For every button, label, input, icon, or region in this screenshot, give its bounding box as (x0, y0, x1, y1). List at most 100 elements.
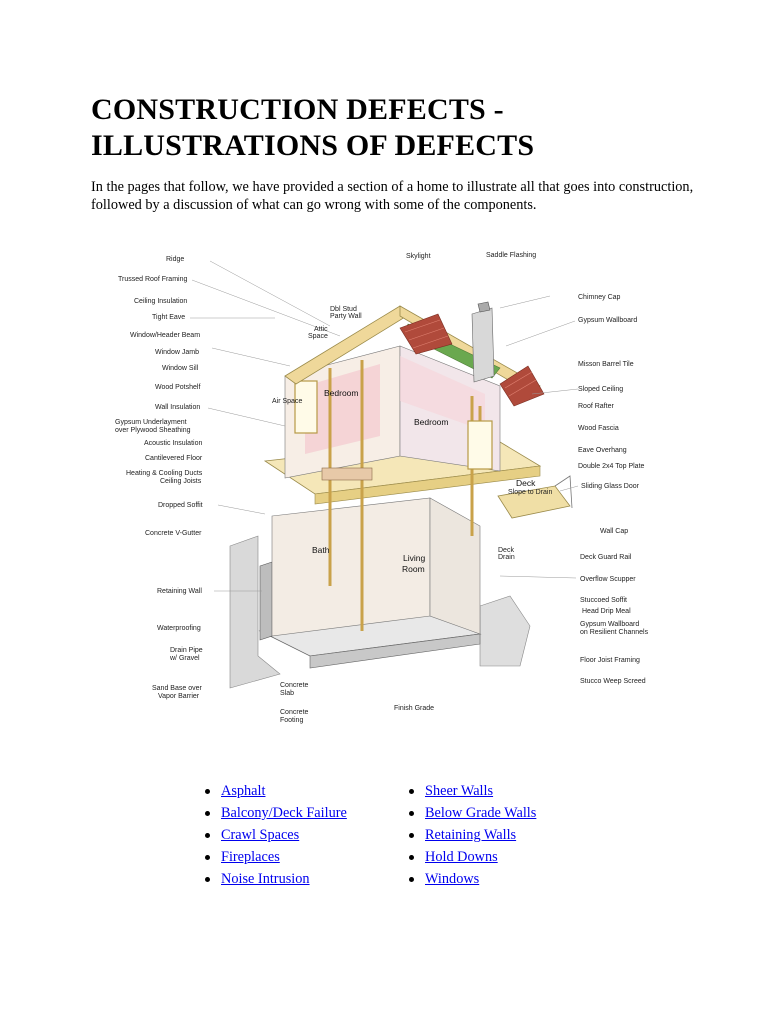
label-window-sill: Window Sill (162, 365, 199, 372)
link-hold-downs[interactable]: Hold Downs (425, 849, 498, 865)
label-head-drip-meal: Head Drip Meal (582, 608, 631, 615)
list-item: Balcony/Deck Failure (201, 804, 347, 826)
left-soil (229, 535, 281, 689)
label-wood-fascia: Wood Fascia (578, 425, 619, 432)
label-slab: Slab (280, 690, 294, 697)
label-trussed-roof-framing: Trussed Roof Framing (118, 276, 187, 283)
label-gypsum-underlayment: Gypsum Underlayment (115, 419, 187, 426)
page-title: CONSTRUCTION DEFECTS - ILLUSTRATIONS OF … (91, 92, 731, 164)
label-cantilevered-floor: Cantilevered Floor (145, 455, 203, 462)
link-balcony-deck-failure[interactable]: Balcony/Deck Failure (221, 805, 347, 821)
floor-edge (314, 465, 541, 505)
label-floor-joist-framing: Floor Joist Framing (580, 657, 640, 664)
label-retaining-wall: Retaining Wall (157, 588, 202, 595)
link-noise-intrusion[interactable]: Noise Intrusion (221, 871, 310, 887)
ceiling-insulation (400, 356, 485, 431)
deck (497, 485, 571, 519)
lower-side-wall (429, 497, 481, 635)
list-item: Windows (405, 870, 536, 892)
tile-lines (404, 319, 537, 397)
link-fireplaces[interactable]: Fireplaces (221, 849, 280, 865)
link-crawl-spaces[interactable]: Crawl Spaces (221, 827, 300, 843)
label-double-top-plate: Double 2x4 Top Plate (578, 463, 645, 470)
label-concrete-1: Concrete (280, 682, 309, 689)
chimney (471, 307, 495, 383)
label-concrete-v-gutter: Concrete V-Gutter (145, 530, 202, 537)
label-bedroom-2: Bedroom (414, 417, 449, 427)
label-skylight: Skylight (406, 253, 431, 260)
retaining-wall (259, 561, 273, 641)
label-sliding-glass-door: Sliding Glass Door (581, 483, 640, 490)
list-item: Hold Downs (405, 848, 536, 870)
label-concrete-2: Concrete (280, 709, 309, 716)
label-stucco-weep-screed: Stucco Weep Screed (580, 678, 646, 685)
label-gypsum-wallboard-2: Gypsum Wallboard (580, 621, 639, 628)
list-item: Sheer Walls (405, 782, 536, 804)
label-sand-base-over: Sand Base over (152, 685, 202, 692)
sliding-glass-door (467, 420, 493, 470)
link-below-grade-walls[interactable]: Below Grade Walls (425, 805, 537, 821)
label-wall-insulation: Wall Insulation (155, 404, 200, 411)
label-room: Room (402, 564, 425, 574)
link-retaining-walls[interactable]: Retaining Walls (425, 827, 517, 843)
label-footing: Footing (280, 717, 303, 724)
label-over-plywood-sheathing: over Plywood Sheathing (115, 427, 191, 434)
link-sheer-walls[interactable]: Sheer Walls (425, 783, 494, 799)
list-item: Fireplaces (201, 848, 347, 870)
concrete-footing (309, 633, 481, 669)
right-soil (479, 595, 531, 667)
label-sloped-ceiling: Sloped Ceiling (578, 386, 623, 393)
label-slope-to-drain: Slope to Drain (508, 489, 552, 496)
label-on-resilient-channels: on Resilient Channels (580, 629, 649, 636)
label-ceiling-insulation: Ceiling Insulation (134, 298, 187, 305)
leader-lines (190, 260, 579, 592)
label-air-space: Air Space (272, 398, 302, 405)
left-callouts: Ridge Trussed Roof Framing Ceiling Insul… (115, 256, 203, 700)
label-gypsum-wallboard: Gypsum Wallboard (578, 317, 637, 324)
label-ridge: Ridge (166, 256, 184, 263)
label-finish-grade: Finish Grade (394, 705, 434, 712)
page-title-line-2: ILLUSTRATIONS OF DEFECTS (91, 129, 535, 162)
label-deck: Deck (516, 478, 536, 488)
label-heating-cooling-ducts: Heating & Cooling Ducts (126, 470, 203, 477)
label-living: Living (403, 553, 425, 563)
list-item: Retaining Walls (405, 826, 536, 848)
chimney-cap (477, 301, 491, 313)
label-wood-potshelf: Wood Potshelf (155, 384, 200, 391)
label-bath: Bath (312, 545, 330, 555)
barrel-tile-lower (499, 365, 545, 407)
house-section-illustration: Ridge Trussed Roof Framing Ceiling Insul… (115, 252, 649, 724)
list-item: Crawl Spaces (201, 826, 347, 848)
label-chimney-cap: Chimney Cap (578, 294, 621, 301)
label-deck-2: Deck (498, 547, 514, 554)
deck-guard-rail (554, 475, 573, 509)
label-dbl-stud: Dbl Stud (330, 306, 357, 313)
hvac-duct (321, 467, 373, 481)
label-overflow-scupper: Overflow Scupper (580, 576, 636, 583)
label-space: Space (308, 333, 328, 340)
house-section-diagram: Ridge Trussed Roof Framing Ceiling Insul… (100, 236, 660, 726)
top-callouts: Skylight Saddle Flashing (406, 252, 536, 260)
defect-links-column-1: Asphalt Balcony/Deck Failure Crawl Space… (201, 782, 347, 892)
label-attic: Attic (314, 326, 328, 333)
defect-links-column-2: Sheer Walls Below Grade Walls Retaining … (405, 782, 536, 892)
label-ceiling-joists: Ceiling Joists (160, 478, 202, 485)
link-windows[interactable]: Windows (425, 871, 480, 887)
label-window-header-beam: Window/Header Beam (130, 332, 200, 339)
label-acoustic-insulation: Acoustic Insulation (144, 440, 202, 447)
label-saddle-flashing: Saddle Flashing (486, 252, 536, 259)
list-item: Noise Intrusion (201, 870, 347, 892)
label-dropped-soffit: Dropped Soffit (158, 502, 203, 509)
label-wall-cap: Wall Cap (600, 528, 628, 535)
label-misson-barrel-tile: Misson Barrel Tile (578, 361, 634, 368)
label-tight-eave: Tight Eave (152, 314, 185, 321)
label-deck-guard-rail: Deck Guard Rail (580, 554, 632, 561)
link-asphalt[interactable]: Asphalt (221, 783, 266, 799)
label-drain: Drain (498, 554, 515, 561)
inner-callouts: Dbl Stud Party Wall Attic Space Air Spac… (272, 306, 552, 724)
list-item: Below Grade Walls (405, 804, 536, 826)
label-roof-rafter: Roof Rafter (578, 403, 614, 410)
label-eave-overhang: Eave Overhang (578, 447, 627, 454)
label-stuccoed-soffit: Stuccoed Soffit (580, 597, 627, 604)
label-party-wall: Party Wall (330, 313, 362, 320)
